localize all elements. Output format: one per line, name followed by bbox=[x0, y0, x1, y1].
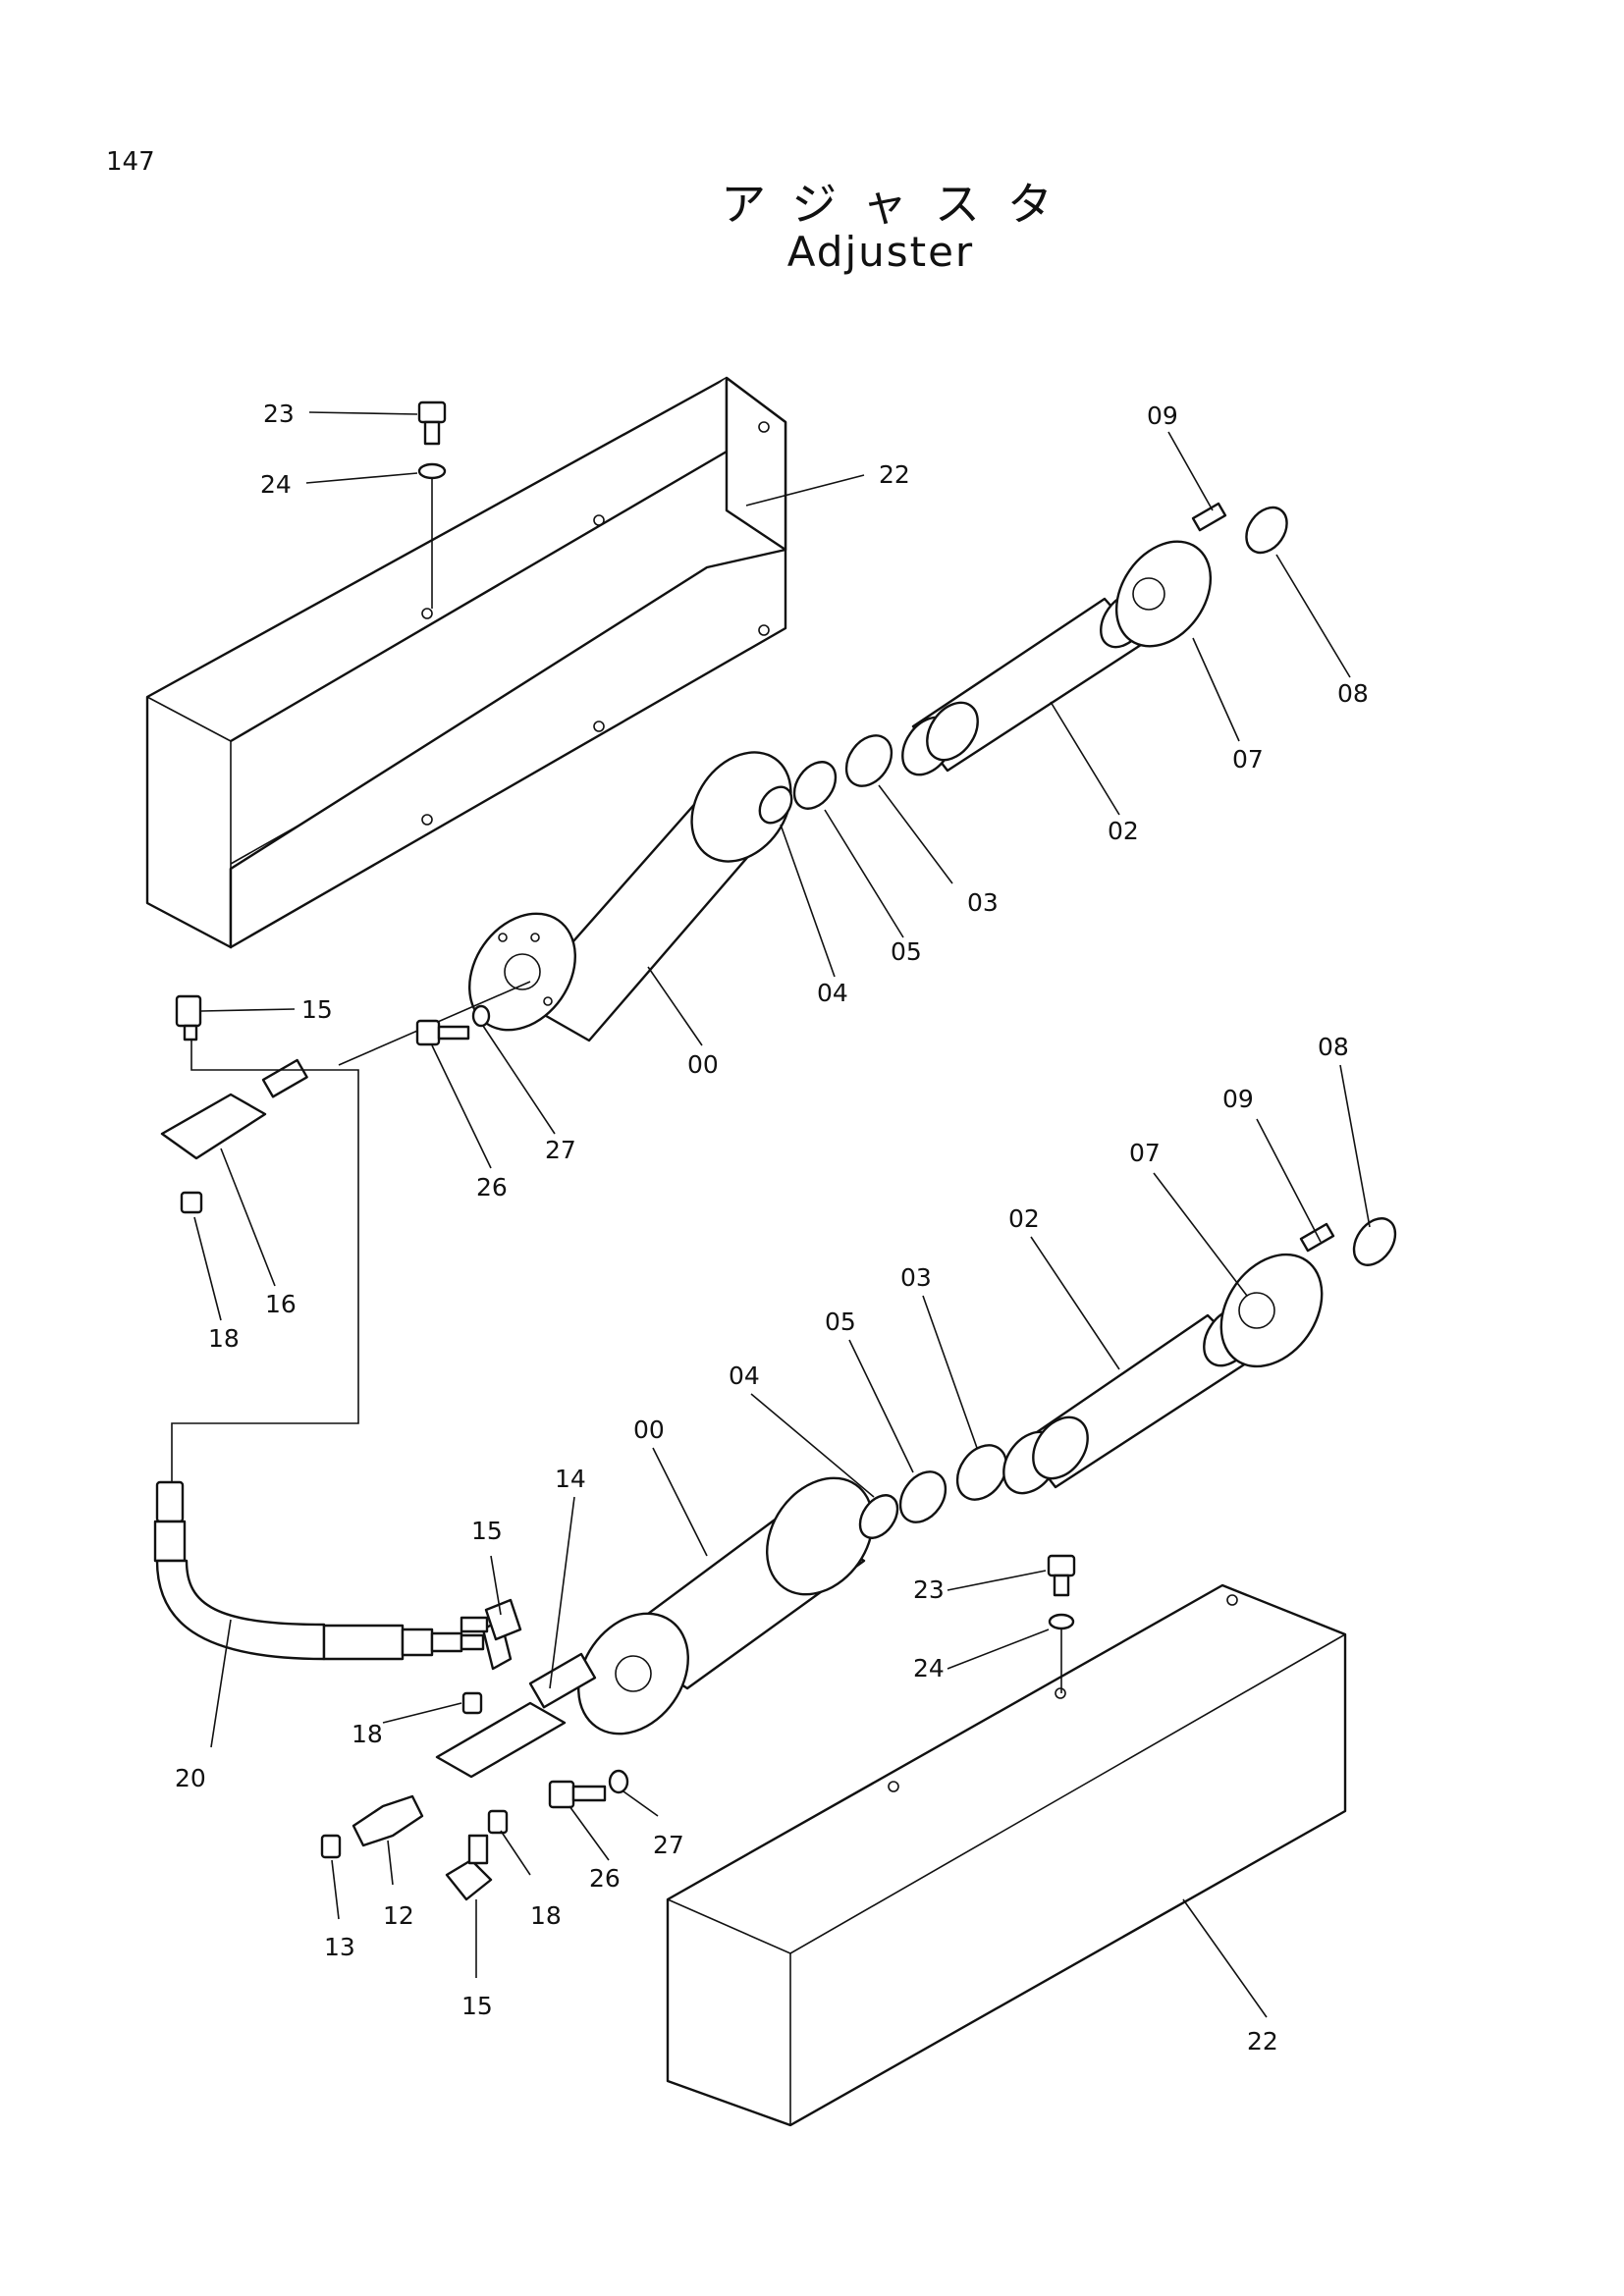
callout-label: 24 bbox=[260, 470, 292, 499]
callout-label: 04 bbox=[729, 1362, 760, 1390]
callout-label: 27 bbox=[653, 1831, 684, 1859]
callout-label: 18 bbox=[208, 1324, 240, 1353]
callout-labels: 23 24 22 09 08 07 02 03 05 04 00 15 27 2… bbox=[175, 400, 1369, 2056]
callout-label: 02 bbox=[1108, 817, 1139, 845]
flange-07-upper bbox=[1114, 502, 1288, 648]
callout-label: 05 bbox=[825, 1308, 856, 1336]
cover-22-upper bbox=[145, 376, 787, 949]
flange-07-lower bbox=[1219, 1217, 1397, 1368]
fittings-lower bbox=[320, 1598, 597, 1901]
callout-label: 00 bbox=[687, 1050, 719, 1079]
callout-label: 07 bbox=[1232, 745, 1264, 774]
rings-lower bbox=[858, 1444, 1008, 1539]
callout-label: 20 bbox=[175, 1764, 206, 1792]
callout-label: 03 bbox=[900, 1263, 932, 1292]
callout-label: 15 bbox=[471, 1517, 503, 1545]
callout-label: 26 bbox=[589, 1864, 621, 1893]
bolt-23-lower bbox=[1047, 1554, 1076, 1693]
fittings-upper bbox=[160, 981, 531, 1482]
page-title-english: Adjuster bbox=[786, 228, 975, 276]
bolt-26-upper bbox=[415, 1004, 491, 1046]
page-title-japanese: アジャスタ bbox=[721, 178, 1080, 231]
callout-label: 26 bbox=[476, 1173, 508, 1201]
callout-label: 03 bbox=[967, 888, 999, 917]
cylinder-00-upper bbox=[468, 751, 792, 1042]
bolt-26-lower bbox=[548, 1769, 629, 1809]
callout-label: 13 bbox=[324, 1933, 355, 1961]
callout-label: 27 bbox=[545, 1136, 576, 1164]
cover-22-lower bbox=[666, 1583, 1347, 2127]
rings-upper bbox=[758, 734, 893, 825]
callout-label: 09 bbox=[1222, 1085, 1254, 1113]
callout-label: 07 bbox=[1129, 1139, 1161, 1167]
callout-label: 08 bbox=[1337, 679, 1369, 708]
callout-label: 02 bbox=[1008, 1204, 1040, 1233]
callout-label: 23 bbox=[913, 1575, 945, 1604]
callout-label: 23 bbox=[263, 400, 295, 428]
callout-label: 12 bbox=[383, 1901, 414, 1930]
callout-label: 15 bbox=[301, 995, 333, 1024]
hose-20 bbox=[153, 1480, 513, 1671]
leader-lines bbox=[193, 411, 1371, 2018]
callout-label: 24 bbox=[913, 1654, 945, 1682]
callout-label: 16 bbox=[265, 1290, 297, 1318]
callout-label: 04 bbox=[817, 979, 848, 1007]
callout-label: 14 bbox=[555, 1465, 586, 1493]
cylinder-00-lower bbox=[577, 1476, 874, 1735]
callout-label: 22 bbox=[879, 460, 910, 489]
callout-label: 15 bbox=[461, 1992, 493, 2020]
bolt-23-upper bbox=[417, 400, 447, 609]
callout-label: 08 bbox=[1318, 1033, 1349, 1061]
callout-label: 18 bbox=[352, 1720, 383, 1748]
callout-label: 22 bbox=[1247, 2027, 1278, 2056]
callout-label: 18 bbox=[530, 1901, 562, 1930]
callout-label: 09 bbox=[1147, 401, 1178, 430]
page-number: 147 bbox=[106, 147, 155, 177]
callout-label: 05 bbox=[891, 937, 922, 966]
callout-label: 00 bbox=[633, 1415, 665, 1444]
